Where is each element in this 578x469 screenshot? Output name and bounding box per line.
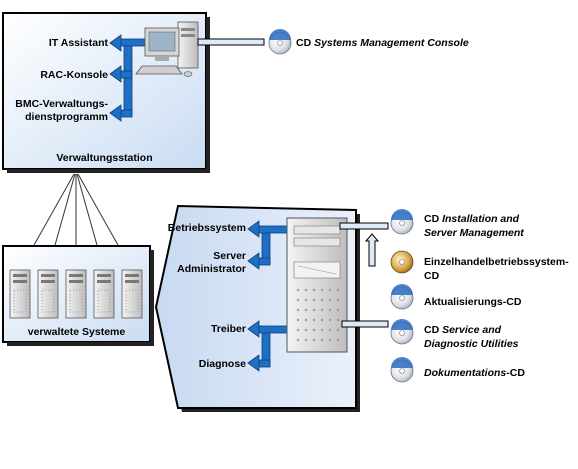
label-bmc-utility-line1: BMC-Verwaltungs-	[15, 98, 108, 110]
cd-console-prefix: CD	[296, 37, 315, 49]
tower-server-icon	[37, 269, 59, 319]
cd-disc-icon	[390, 250, 414, 274]
desktop-computer-icon	[135, 21, 199, 77]
cd-install-line1: Installation and	[442, 213, 520, 225]
server-arrows	[247, 220, 291, 372]
label-server-line2: Administrator	[177, 263, 246, 275]
cd-disc-icon	[390, 284, 414, 310]
cd-retail-line2: CD	[424, 270, 440, 282]
cd-docs-suffix: -CD	[506, 367, 525, 379]
cd-disc-icon	[268, 29, 292, 55]
tower-server-icon	[121, 269, 143, 319]
cd-service-line1: Service and	[442, 324, 502, 336]
tower-server-icon	[93, 269, 115, 319]
cd-console-label: CD Systems Management Console	[296, 37, 469, 49]
cd-install-line2: Server Management	[424, 227, 524, 239]
cd-connectors	[339, 222, 389, 328]
management-station-title: Verwaltungsstation	[56, 152, 153, 164]
label-operating-system: Betriebssystem	[167, 222, 246, 234]
console-connector	[197, 38, 265, 46]
cd-install-prefix: CD	[424, 213, 443, 225]
tower-server-icon	[65, 269, 87, 319]
cd-service-line2: Diagnostic Utilities	[424, 338, 519, 350]
tower-server-icon	[9, 269, 31, 319]
label-diagnostics: Diagnose	[198, 358, 246, 370]
cd-disc-icon	[390, 319, 414, 345]
managed-systems-title: verwaltete Systeme	[27, 326, 126, 338]
label-server-line1: Server	[213, 250, 246, 262]
label-bmc-utility-line2: dienstprogramm	[25, 111, 108, 123]
station-arrows	[109, 34, 147, 122]
cd-docs-name: Dokumentations	[424, 367, 507, 379]
cd-service-prefix: CD	[424, 324, 443, 336]
label-drivers: Treiber	[210, 323, 246, 335]
cd-console-name: Systems Management Console	[314, 37, 469, 49]
cd-service-label-line1: CD Service and	[424, 324, 501, 336]
cd-disc-icon	[390, 209, 414, 235]
label-rac-console: RAC-Konsole	[40, 69, 108, 81]
tower-server-icon	[286, 217, 348, 353]
cd-docs-label: Dokumentations-CD	[424, 367, 525, 379]
label-it-assistant: IT Assistant	[48, 37, 108, 49]
cd-install-label-line1: CD Installation and	[424, 213, 519, 225]
cd-disc-icon	[390, 357, 414, 383]
cd-retail-line1: Einzelhandelbetriebssystem-	[424, 256, 569, 268]
managed-server-icons	[9, 269, 143, 319]
cd-update-label: Aktualisierungs-CD	[424, 296, 522, 308]
